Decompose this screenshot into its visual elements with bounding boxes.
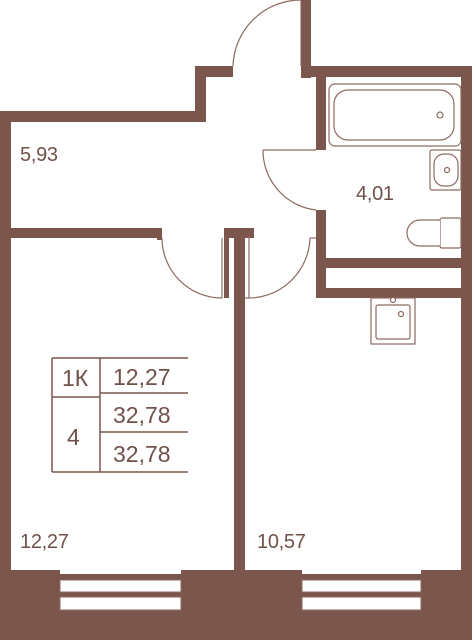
room-kitchen-wall [234,228,245,578]
wall-notch-vertical [195,66,206,122]
bathroom-wall-left-lower [316,210,326,298]
wall-right [461,66,472,640]
entrance-door-arc [232,0,302,67]
wall-bottom-right [421,570,472,640]
washbasin-icon [429,149,462,191]
wall-entry-post [301,0,311,78]
window-living-room [59,574,182,640]
living-area-value: 12,27 [113,364,171,390]
bathroom-door-arc [262,149,317,211]
info-box-lines [51,357,188,473]
bathroom-wall-bottom [316,258,472,268]
total-area-alt-value: 32,78 [113,441,171,467]
kitchen-sink-icon [370,296,416,345]
apartment-type-label: 1К [62,365,89,391]
kitchen-door-arc [244,237,311,299]
window-kitchen [301,574,422,640]
bathtub-icon [328,83,462,147]
bathroom-area-label: 4,01 [356,183,394,205]
door-post-left [157,228,162,240]
doors [161,0,317,299]
room-kitchen-wall-base [234,570,245,640]
door-post-right [224,228,229,298]
living-room-area-label: 12,27 [20,531,69,553]
wall-left [0,111,11,640]
kitchen-ledge [316,288,472,298]
kitchen-area-label: 10,57 [257,531,306,553]
living-room-door-arc [161,237,223,299]
wall-left-bottom-post [0,570,60,640]
hall-area-label: 5,93 [20,144,58,166]
wall-top-right [301,66,472,77]
bathroom-wall-left-upper [316,66,326,150]
hall-room-divider-left [0,228,162,238]
total-area-value: 32,78 [113,402,171,428]
fixtures [328,83,462,345]
wall-notch-top [195,66,233,77]
windows [59,574,422,640]
wall-top-left [0,111,206,122]
toilet-icon [406,217,462,249]
floor-number-label: 4 [67,424,80,450]
interior-walls [0,66,472,640]
